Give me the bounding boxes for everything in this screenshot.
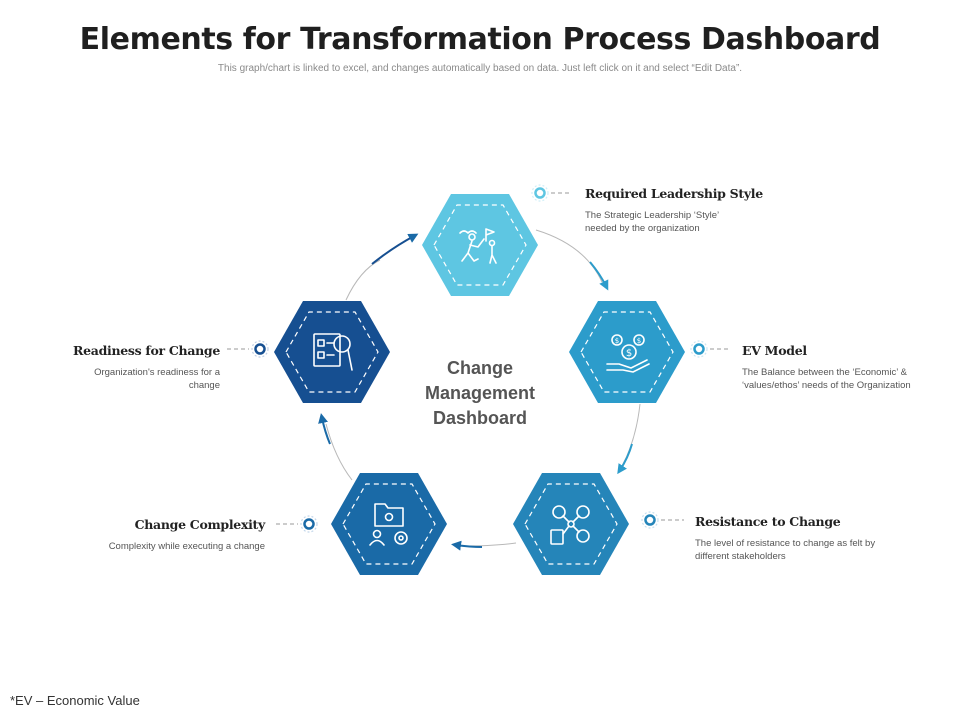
element-description: Organization's readiness for a change (94, 367, 220, 391)
element-description: The level of resistance to change as fel… (695, 538, 876, 562)
svg-text:$: $ (615, 337, 619, 345)
stakeholder-network-icon (550, 505, 590, 545)
hexagon-ev-model[interactable]: $ $ $ (569, 301, 685, 403)
label-complexity: Change Complexity Complexity while execu… (70, 517, 266, 553)
footnote: *EV – Economic Value (10, 693, 140, 708)
connector-complexity (276, 515, 318, 533)
page-title: Elements for Transformation Process Dash… (79, 22, 881, 57)
element-title: Resistance to Change (695, 514, 841, 529)
element-description: The Balance between the ‘Economic’ & ‘va… (742, 367, 911, 391)
leadership-climb-icon (459, 228, 497, 264)
label-resistance: Resistance to Change The level of resist… (695, 514, 885, 563)
connector-resistance (641, 511, 684, 529)
element-title: Required Leadership Style (585, 186, 763, 201)
element-title: Change Complexity (134, 517, 266, 532)
label-ev-model: EV Model The Balance between the ‘Econom… (742, 343, 917, 392)
label-readiness: Readiness for Change Organization's read… (50, 343, 220, 392)
hexagon-resistance[interactable] (513, 473, 629, 575)
center-label: Change Management Dashboard (424, 358, 536, 428)
svg-text:$: $ (626, 348, 632, 359)
folder-person-gear-icon (369, 503, 408, 546)
label-leadership: Required Leadership Style The Strategic … (585, 186, 775, 235)
money-hand-icon (606, 334, 650, 373)
connector-readiness (227, 340, 269, 358)
hexagon-complexity[interactable] (331, 473, 447, 575)
connector-ev-model (690, 340, 731, 358)
element-description: Complexity while executing a change (108, 541, 265, 552)
checklist-magnifier-icon (313, 333, 353, 371)
element-title: Readiness for Change (73, 343, 220, 358)
connector-leadership (531, 184, 572, 202)
element-title: EV Model (742, 343, 807, 358)
cycle-arrows (318, 233, 633, 551)
hexagon-readiness[interactable] (274, 301, 390, 403)
svg-text:$: $ (637, 337, 641, 345)
element-description: The Strategic Leadership ‘Style’ needed … (585, 210, 719, 234)
page-subtitle: This graph/chart is linked to excel, and… (217, 63, 743, 74)
hexagon-leadership[interactable] (422, 194, 538, 296)
